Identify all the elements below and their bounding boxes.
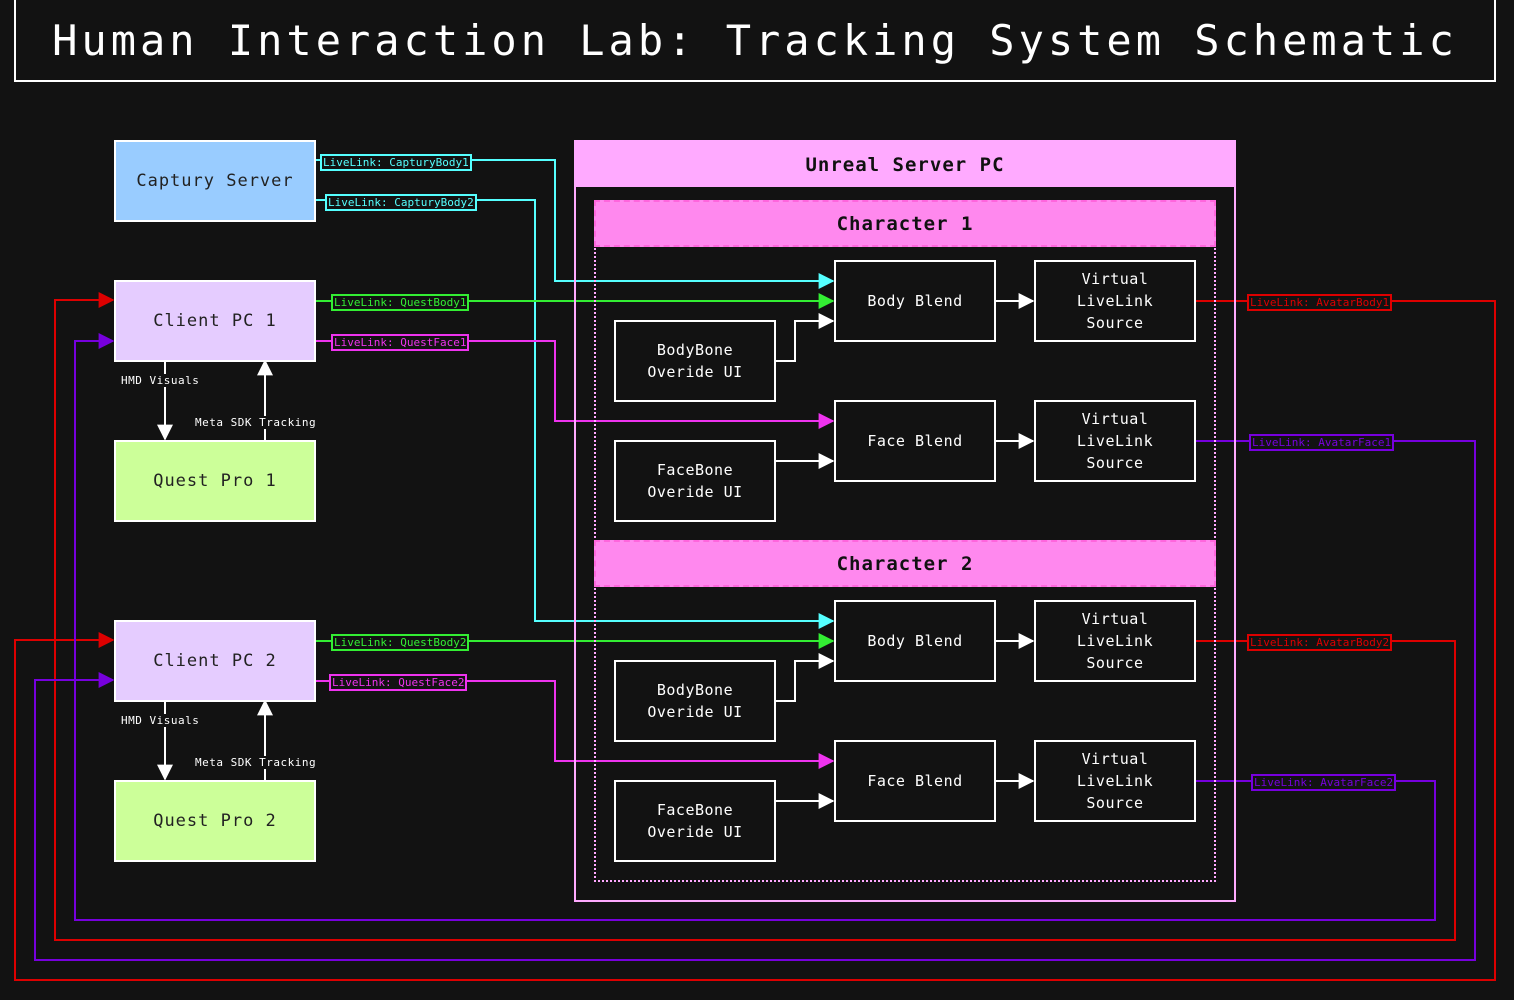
livelink-avatar-body2-tag: LiveLink: AvatarBody2 xyxy=(1247,634,1393,651)
char1-body-blend-node: Body Blend xyxy=(834,260,996,342)
char2-body-source-node: Virtual LiveLink Source xyxy=(1034,600,1196,682)
char1-face-blend-node: Face Blend xyxy=(834,400,996,482)
char2-body-override-node: BodyBone Overide UI xyxy=(614,660,776,742)
livelink-avatar-face1-tag: LiveLink: AvatarFace1 xyxy=(1249,434,1395,451)
meta-sdk-label-1: Meta SDK Tracking xyxy=(195,416,317,429)
char2-face-override-node: FaceBone Overide UI xyxy=(614,780,776,862)
unreal-server-title: Unreal Server PC xyxy=(576,142,1234,187)
char2-face-blend-node: Face Blend xyxy=(834,740,996,822)
hmd-visuals-label-2: HMD Visuals xyxy=(121,714,200,727)
livelink-quest-body1-tag: LiveLink: QuestBody1 xyxy=(331,294,470,311)
page-title: Human Interaction Lab: Tracking System S… xyxy=(14,0,1496,82)
client-pc-2-node: Client PC 2 xyxy=(114,620,316,702)
client-pc-1-node: Client PC 1 xyxy=(114,280,316,362)
edge-avatar-face1 xyxy=(34,440,1476,961)
edge-body-override-2 xyxy=(775,653,835,702)
edge-body-override-1 xyxy=(775,313,835,362)
char2-body-blend-node: Body Blend xyxy=(834,600,996,682)
hmd-visuals-label-1: HMD Visuals xyxy=(121,374,200,387)
char1-body-source-node: Virtual LiveLink Source xyxy=(1034,260,1196,342)
quest-pro-1-node: Quest Pro 1 xyxy=(114,440,316,522)
livelink-avatar-body1-tag: LiveLink: AvatarBody1 xyxy=(1247,294,1393,311)
captury-server-node: Captury Server xyxy=(114,140,316,222)
livelink-captury-body1-tag: LiveLink: CapturyBody1 xyxy=(320,154,472,171)
character-2-title: Character 2 xyxy=(594,540,1216,587)
livelink-quest-face2-tag: LiveLink: QuestFace2 xyxy=(329,674,468,691)
edge-avatar-body2 xyxy=(54,292,1456,941)
character-1-title: Character 1 xyxy=(594,200,1216,247)
unreal-server-container xyxy=(574,140,1236,902)
meta-sdk-label-2: Meta SDK Tracking xyxy=(195,756,317,769)
char1-body-override-node: BodyBone Overide UI xyxy=(614,320,776,402)
livelink-quest-face1-tag: LiveLink: QuestFace1 xyxy=(331,334,470,351)
char2-face-source-node: Virtual LiveLink Source xyxy=(1034,740,1196,822)
edge-avatar-body1 xyxy=(14,300,1496,981)
livelink-avatar-face2-tag: LiveLink: AvatarFace2 xyxy=(1251,774,1397,791)
livelink-captury-body2-tag: LiveLink: CapturyBody2 xyxy=(325,194,477,211)
quest-pro-2-node: Quest Pro 2 xyxy=(114,780,316,862)
livelink-quest-body2-tag: LiveLink: QuestBody2 xyxy=(331,634,470,651)
char1-face-override-node: FaceBone Overide UI xyxy=(614,440,776,522)
char1-face-source-node: Virtual LiveLink Source xyxy=(1034,400,1196,482)
